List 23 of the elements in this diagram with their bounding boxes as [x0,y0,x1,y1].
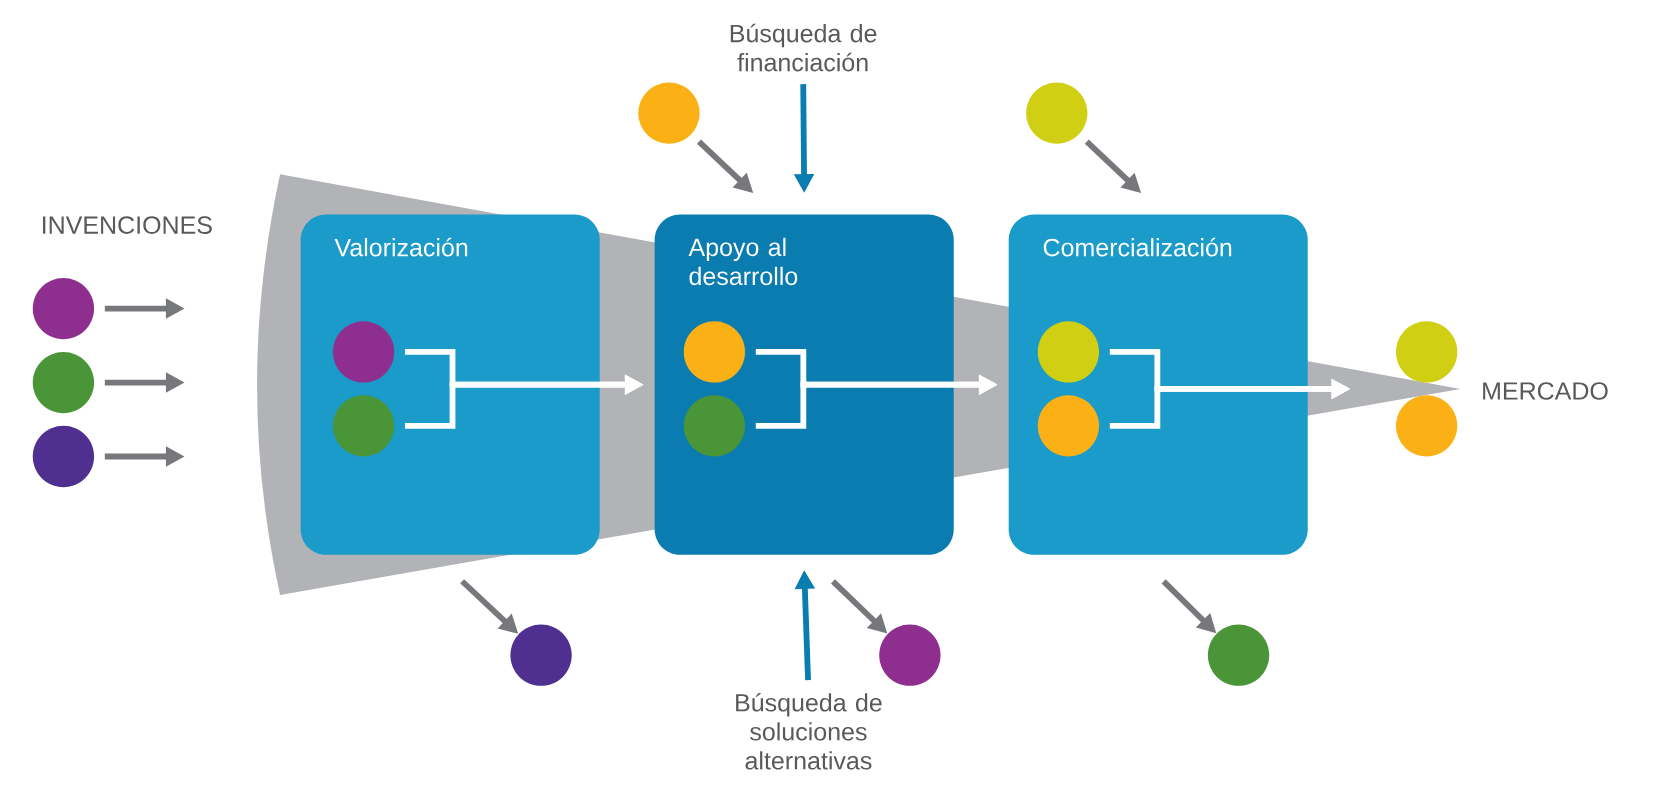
dot [1037,321,1100,383]
dot [683,321,745,383]
dot [32,352,95,414]
dot [638,82,700,144]
process-box: Valorización [300,214,600,555]
dot [332,395,395,457]
dot [332,321,395,383]
dot [1026,82,1088,144]
dot [32,278,95,340]
dot [683,395,745,457]
caption-text: Búsqueda de soluciones alternativas [736,693,882,770]
label-text: MERCADO [1483,382,1608,401]
process-box: Apoyo al desarrollo [654,214,954,555]
dot [1207,624,1270,687]
caption-text: Búsqueda de financiación [730,23,877,72]
dot [1396,321,1458,383]
dot [32,426,95,488]
label-text: INVENCIONES [43,216,212,235]
dot [879,624,941,687]
dot [1396,395,1458,457]
dot [510,624,572,687]
process-box: Comercialización [1008,214,1308,555]
dot [1037,395,1100,457]
